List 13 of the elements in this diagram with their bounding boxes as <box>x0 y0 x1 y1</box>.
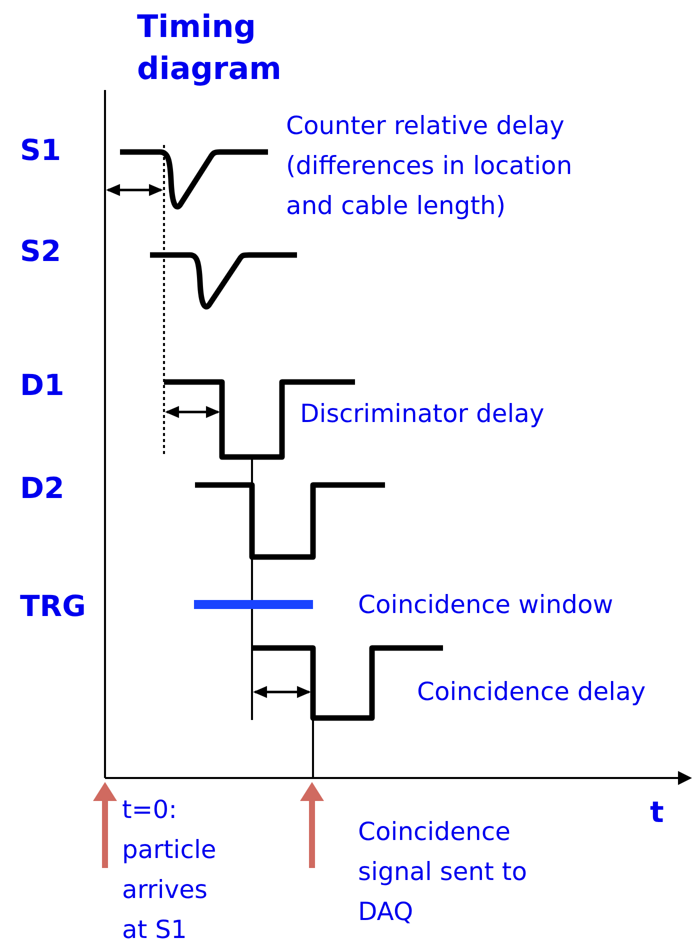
signal-name: TRG <box>20 588 87 624</box>
signal-name: D1 <box>20 367 66 403</box>
delay-note: Discriminator delay <box>300 398 546 430</box>
signal-name: S2 <box>20 233 62 269</box>
window-note: Coincidence window <box>358 589 614 621</box>
time-zero-note: t=0: particle arrives at S1 <box>122 794 218 941</box>
axis-label: t <box>650 794 665 830</box>
delay-note: Coincidence delay <box>417 676 647 708</box>
output-note: Coincidence signal sent to DAQ <box>358 816 528 928</box>
diagram-title: Timing diagram <box>137 8 282 89</box>
signal-name: D2 <box>20 470 66 506</box>
signal-name: S1 <box>20 132 62 168</box>
delay-note: Counter relative delay (differences in location and cable length) <box>286 110 574 222</box>
